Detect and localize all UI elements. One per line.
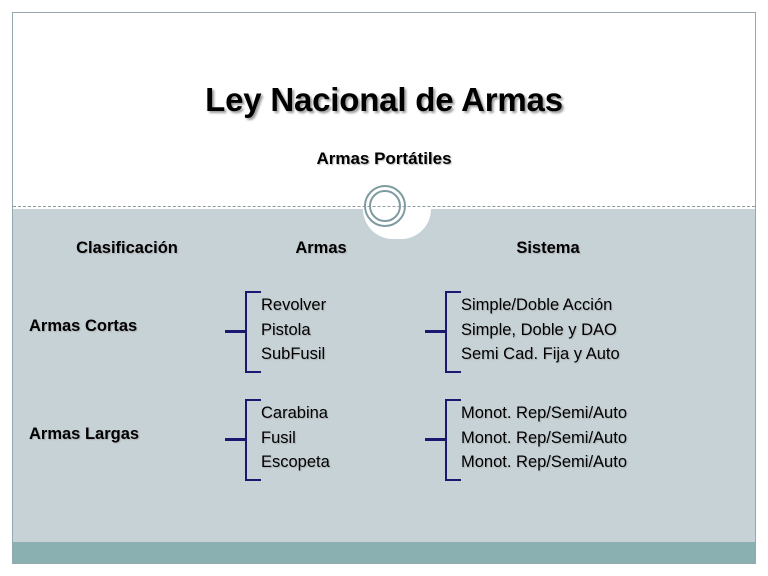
column-header-sistema: Sistema <box>516 239 580 257</box>
brace-bracket <box>445 291 461 373</box>
presentation-slide: Ley Nacional de Armas Armas Portátiles C… <box>12 12 756 564</box>
sistema-list: Monot. Rep/Semi/Auto Monot. Rep/Semi/Aut… <box>461 401 627 475</box>
slide-header: Ley Nacional de Armas Armas Portátiles <box>13 13 755 206</box>
brace-stem <box>225 330 247 333</box>
column-header-clasificacion: Clasificación <box>76 239 178 257</box>
list-item: SubFusil <box>261 345 326 363</box>
slide-footer-band <box>13 542 755 563</box>
page-title: Ley Nacional de Armas <box>205 81 563 118</box>
list-item: Fusil <box>261 428 296 447</box>
brace-stem <box>225 438 247 441</box>
table-row: Armas Cortas Revolver Pistola SubFusil S… <box>13 287 755 377</box>
brace-connector-sistema <box>425 287 469 377</box>
double-ring-icon <box>364 185 406 227</box>
list-item: Monot. Rep/Semi/Auto <box>461 453 627 471</box>
column-header-armas: Armas <box>295 239 347 257</box>
list-item: Revolver <box>261 296 327 314</box>
armas-list: Carabina Fusil Escopeta <box>261 401 330 475</box>
page-subtitle: Armas Portátiles <box>316 149 452 168</box>
brace-stem <box>425 438 447 441</box>
brace-connector-armas <box>225 287 269 377</box>
armas-list: Revolver Pistola SubFusil <box>261 293 326 367</box>
table-row: Armas Largas Carabina Fusil Escopeta Mon… <box>13 395 755 485</box>
double-ring-inner-icon <box>369 190 401 222</box>
sistema-list: Simple/Doble Acción Simple, Doble y DAO … <box>461 293 620 367</box>
brace-bracket <box>245 399 261 481</box>
list-item: Semi Cad. Fija y Auto <box>461 345 620 363</box>
list-item: Carabina <box>261 404 328 422</box>
list-item: Simple/Doble Acción <box>461 296 613 314</box>
classification-label: Armas Largas <box>29 425 140 443</box>
slide-body-band <box>13 209 755 542</box>
brace-connector-sistema <box>425 395 469 485</box>
brace-bracket <box>445 399 461 481</box>
classification-label: Armas Cortas <box>29 317 138 335</box>
list-item: Pistola <box>261 320 311 339</box>
list-item: Monot. Rep/Semi/Auto <box>461 404 627 422</box>
brace-bracket <box>245 291 261 373</box>
brace-connector-armas <box>225 395 269 485</box>
list-item: Escopeta <box>261 453 330 471</box>
list-item: Simple, Doble y DAO <box>461 320 617 339</box>
brace-stem <box>425 330 447 333</box>
list-item: Monot. Rep/Semi/Auto <box>461 428 627 447</box>
